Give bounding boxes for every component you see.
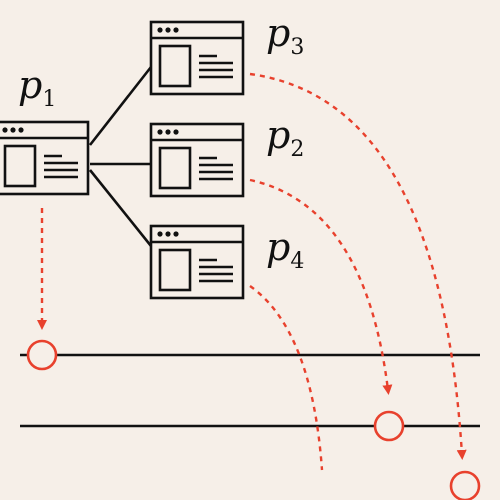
label-p4: p4 bbox=[266, 225, 304, 274]
arrow-p3-timeline bbox=[249, 72, 467, 461]
label-p3: p3 bbox=[266, 11, 304, 60]
label-p2: p2 bbox=[266, 113, 304, 162]
web-page-icon-p4 bbox=[149, 224, 245, 300]
web-page-icon-p1 bbox=[0, 120, 90, 196]
connector-p1-p3 bbox=[88, 66, 153, 146]
connector-p1-p4 bbox=[88, 169, 153, 247]
web-page-icon-p3 bbox=[149, 20, 245, 96]
label-p1: p1 bbox=[18, 63, 56, 112]
event-marker-p1 bbox=[26, 339, 58, 371]
arrow-p2-timeline bbox=[249, 178, 393, 396]
event-marker-p3 bbox=[449, 470, 481, 500]
event-marker-p2 bbox=[373, 410, 405, 442]
arrow-p4-dashed bbox=[249, 285, 324, 471]
web-page-icon-p2 bbox=[149, 122, 245, 198]
